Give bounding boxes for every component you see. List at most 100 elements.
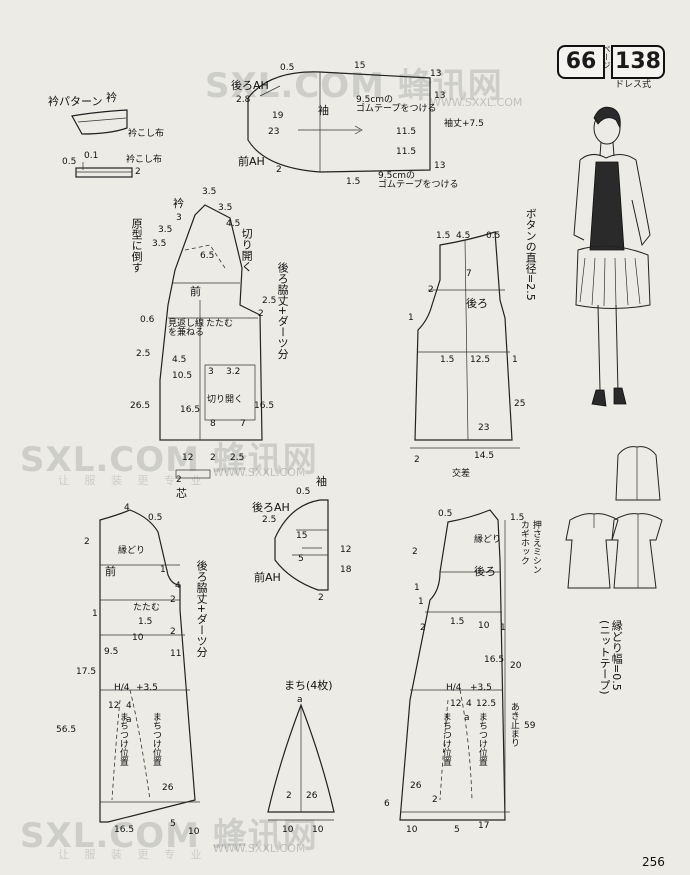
df-m-565: 56.5	[56, 725, 77, 735]
collar-measure-05: 0.5	[62, 157, 77, 167]
df-m-2b: 2	[170, 595, 176, 605]
dress-back-label: 後ろ	[474, 565, 496, 578]
db-m-10b: 10	[406, 825, 418, 835]
jf-m-25a: 2.5	[262, 296, 277, 306]
jf-m-165a: 16.5	[180, 405, 201, 415]
collar-pattern-drawing	[71, 109, 133, 178]
original-side-label: 原型に倒す	[130, 218, 144, 273]
db-m-17: 17	[478, 821, 490, 831]
df-m-10b: 10	[188, 827, 200, 837]
jf-m-35c: 3.5	[158, 225, 173, 235]
df-m-a: a	[126, 715, 132, 725]
db-m-a: a	[464, 713, 470, 723]
df-m-4c: 4	[126, 701, 132, 711]
collar-measure-2: 2	[135, 167, 141, 177]
jb-m-05: 0.5	[486, 231, 501, 241]
df-m-05: 0.5	[148, 513, 163, 523]
db-m-10: 10	[478, 621, 490, 631]
dress-sleeve-label: 袖	[316, 475, 327, 488]
dress-back-gusset-pos-2: まちつけ位置	[476, 712, 487, 766]
db-m-1c: 1	[500, 623, 506, 633]
sleeve-m-13b: 13	[434, 91, 446, 101]
db-m-5: 5	[454, 825, 460, 835]
gusset-m-10: 10	[282, 825, 294, 835]
db-m-2: 2	[412, 547, 418, 557]
jf-m-7: 7	[240, 419, 246, 429]
jacket-front-collar-label: 衿	[173, 197, 184, 210]
db-m-6: 6	[384, 799, 390, 809]
jf-m-3: 3	[176, 213, 182, 223]
db-m-1: 1	[414, 583, 420, 593]
dress-back-gusset-pos-1: まちつけ位置	[440, 712, 451, 766]
df-m-1: 1	[160, 565, 166, 575]
jf-m-35d: 3.5	[152, 239, 167, 249]
db-m-59: 59	[524, 721, 536, 731]
jf-m-8: 8	[210, 419, 216, 429]
sleeve-m-23: 23	[268, 127, 280, 137]
jf-m-165b: 16.5	[254, 401, 275, 411]
dress-sketches	[565, 446, 663, 589]
sleeve-front-ah: 前AH	[238, 155, 265, 168]
db-m-125: 12.5	[476, 699, 497, 709]
cut-open-top-label: 切り開く	[240, 228, 254, 272]
dress-back-plus-35: +3.5	[470, 683, 492, 693]
sleeve-back-ah: 後ろAH	[231, 79, 269, 92]
df-m-175: 17.5	[76, 667, 97, 677]
jb-m-7: 7	[466, 269, 472, 279]
page-unit-label: ページ	[602, 45, 611, 69]
df-m-15: 1.5	[138, 617, 153, 627]
df-m-4b: 4	[175, 581, 181, 591]
dress-front-label: 前	[105, 565, 116, 578]
jb-m-15b: 1.5	[440, 355, 455, 365]
sleeve-m-15b: 1.5	[346, 177, 361, 187]
gusset-drawing	[267, 703, 335, 821]
jb-m-45: 4.5	[456, 231, 471, 241]
hook-label: カギホック	[518, 520, 529, 565]
jacket-front-label: 前	[190, 285, 201, 298]
db-m-26: 26	[410, 781, 422, 791]
jb-m-23: 23	[478, 423, 490, 433]
db-m-4: 4	[466, 699, 472, 709]
jf-m-35b: 3.5	[218, 203, 233, 213]
ds-m-25: 2.5	[262, 515, 277, 525]
gusset-m-2: 2	[286, 791, 292, 801]
dress-sleeve-back-ah: 後ろAH	[252, 501, 290, 514]
dress-front-binding: 縁どり	[118, 546, 146, 556]
jacket-back-drawing	[410, 231, 520, 449]
dress-sleeve-front-ah: 前AH	[254, 571, 281, 584]
gusset-m-26: 26	[306, 791, 318, 801]
dress-back-binding: 縁どり	[474, 535, 502, 545]
collar-pattern-label: 衿パターン	[48, 95, 103, 108]
jb-m-125: 12.5	[470, 355, 491, 365]
pattern-number: 138	[611, 45, 665, 79]
sleeve-m-13c: 13	[434, 161, 446, 171]
dress-back-side-dart: 後ろ脇丈+ダーツ分	[195, 560, 209, 658]
jf-m-25b: 2.5	[136, 349, 151, 359]
jf-m-06: 0.6	[140, 315, 155, 325]
fold-label: たたむ	[206, 319, 234, 329]
jf-m-35a: 3.5	[202, 187, 217, 197]
dress-front-gusset-pos-1: まちつけ位置	[117, 712, 128, 766]
df-m-5: 5	[170, 819, 176, 829]
jf-m-12: 12	[182, 453, 194, 463]
collar-facing-piece-label: 衿こし布	[126, 155, 163, 165]
sleeve-elastic-top: 9.5cmの ゴムテープをつける	[356, 95, 437, 114]
db-m-2c: 2	[432, 795, 438, 805]
ds-m-2: 2	[318, 593, 324, 603]
sleeve-label: 袖	[318, 104, 329, 117]
jb-m-25: 25	[514, 399, 526, 409]
sleeve-elastic-bottom: 9.5cmの ゴムテープをつける	[378, 171, 459, 190]
topstitch-label: 押さえミシン	[530, 520, 541, 574]
db-m-05: 0.5	[438, 509, 453, 519]
jb-m-15: 1.5	[436, 231, 451, 241]
df-m-165: 16.5	[114, 825, 135, 835]
ds-m-12: 12	[340, 545, 352, 555]
sleeve-m-115a: 11.5	[396, 127, 417, 137]
dress-front-drawing	[99, 509, 200, 823]
df-m-11: 11	[170, 649, 182, 659]
db-m-1b: 1	[418, 597, 424, 607]
sleeve-m-15: 15	[354, 61, 366, 71]
jf-m-2a: 2	[258, 309, 264, 319]
db-m-12: 12	[450, 699, 462, 709]
